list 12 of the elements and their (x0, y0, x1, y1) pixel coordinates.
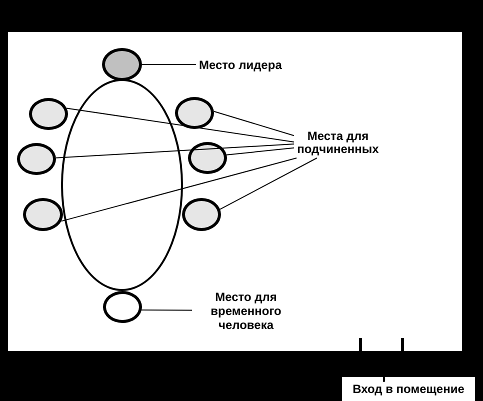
leader-line (220, 158, 318, 210)
callout-label: Место лидера (196, 58, 288, 73)
callout-label: Место для временного человека (192, 290, 300, 332)
leader-line (56, 144, 294, 158)
callout-label: Места для подчиненных (294, 130, 382, 158)
leader-line (142, 64, 196, 65)
leader-line (66, 108, 294, 142)
leader-line (213, 110, 294, 136)
entrance-label: Вход в помещение (342, 377, 475, 401)
leader-line (226, 147, 294, 156)
leader-line (60, 158, 298, 222)
leader-line (141, 310, 192, 311)
